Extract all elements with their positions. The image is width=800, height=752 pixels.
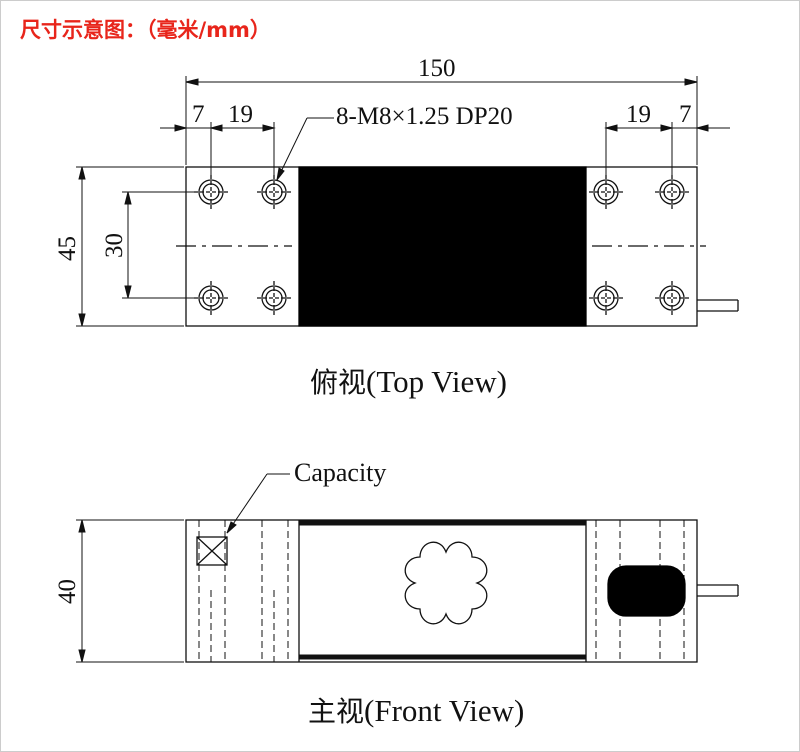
cable-grommet: [607, 565, 686, 617]
dim-line-45: [76, 166, 184, 327]
top-view-caption-cjk: 俯视: [310, 366, 367, 399]
capacity-leader: [226, 473, 290, 534]
dim-total-length: 150: [418, 55, 456, 82]
dim-pitch-right: 19: [626, 101, 651, 128]
dim-pitch-left: 19: [228, 101, 253, 128]
capacity-label: Capacity: [294, 458, 387, 487]
mounting-hole-tl2: [257, 175, 291, 209]
top-view-caption-en: (Top View): [366, 364, 507, 399]
mounting-hole-tr2: [655, 175, 689, 209]
front-view-drawing: [76, 473, 739, 663]
dim-line-right-19-7: [604, 122, 730, 178]
top-view-drawing: [76, 76, 739, 327]
mounting-hole-bl2: [257, 281, 291, 315]
dim-edge-right: 7: [679, 101, 692, 128]
front-body-outline: [185, 519, 698, 663]
drawing-heading: 尺寸示意图：（毫米/mm）: [20, 18, 271, 42]
front-view-caption: 主视(Front View): [308, 695, 524, 726]
flower-cutout: [404, 541, 488, 625]
dim-height: 40: [54, 579, 81, 604]
dim-edge-left: 7: [192, 101, 205, 128]
front-hidden-holes-left: [198, 520, 289, 662]
top-view-caption: 俯视(Top View): [310, 366, 507, 397]
mounting-hole-tl: [194, 175, 228, 209]
mounting-hole-bl: [194, 281, 228, 315]
dim-line-left-7-19: [160, 122, 276, 178]
thread-note: 8-M8×1.25 DP20: [336, 103, 513, 130]
dim-line-40: [76, 519, 184, 663]
dim-line-30: [122, 191, 198, 299]
capacity-label-box: [196, 536, 228, 566]
thread-leader: [276, 117, 334, 181]
top-center-plate: [298, 166, 587, 327]
front-view-caption-cjk: 主视: [308, 695, 365, 728]
mounting-hole-tr: [589, 175, 623, 209]
dim-hole-spacing: 30: [101, 233, 128, 258]
dim-line-150: [185, 76, 698, 165]
dim-width: 45: [54, 236, 81, 261]
front-view-caption-en: (Front View): [364, 693, 525, 728]
mounting-hole-br: [589, 281, 623, 315]
mounting-hole-br2: [655, 281, 689, 315]
